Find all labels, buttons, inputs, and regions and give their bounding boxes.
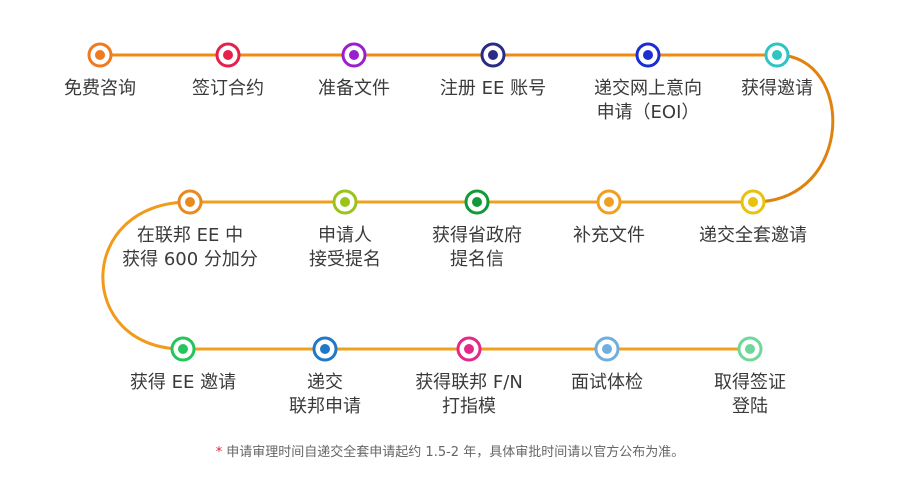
step-node-13 (312, 336, 338, 362)
step-node-dot (602, 344, 612, 354)
step-label-15: 面试体检 (532, 371, 682, 395)
step-node-dot (745, 344, 755, 354)
step-label-line: 申请人 (318, 225, 372, 246)
step-node-12 (170, 336, 196, 362)
step-label-4: 注册 EE 账号 (418, 77, 568, 101)
step-node-9 (464, 189, 490, 215)
step-label-line: 注册 EE 账号 (439, 78, 547, 99)
step-label-line: 递交 (307, 372, 343, 393)
step-label-5: 递交网上意向申请（EOI） (573, 77, 723, 125)
step-label-3: 准备文件 (279, 77, 429, 101)
footnote: *申请审理时间自递交全套申请起约 1.5-2 年，具体审批时间请以官方公布为准。 (0, 441, 900, 460)
step-label-16: 取得签证登陆 (675, 371, 825, 419)
step-node-16 (737, 336, 763, 362)
track-connector-right (752, 53, 835, 204)
footnote-star: * (215, 445, 223, 460)
step-label-10: 申请人接受提名 (270, 224, 420, 272)
footnote-text: 申请审理时间自递交全套申请起约 1.5-2 年，具体审批时间请以官方公布为准。 (226, 445, 685, 460)
step-label-line: 在联邦 EE 中 (136, 225, 244, 246)
step-label-7: 递交全套邀请 (678, 224, 828, 248)
step-label-line: 获得联邦 F/N (415, 372, 523, 393)
step-label-line: 获得省政府 (432, 225, 522, 246)
step-node-dot (185, 197, 195, 207)
step-label-12: 获得 EE 邀请 (108, 371, 258, 395)
step-node-dot (748, 197, 758, 207)
step-node-dot (488, 50, 498, 60)
track-connector-left (101, 200, 191, 351)
step-node-dot (223, 50, 233, 60)
step-node-7 (740, 189, 766, 215)
step-label-line: 递交全套邀请 (699, 225, 807, 246)
step-label-14: 获得联邦 F/N 打指模 (394, 371, 544, 419)
step-node-10 (332, 189, 358, 215)
step-label-line: 面试体检 (571, 372, 643, 393)
step-node-5 (635, 42, 661, 68)
step-node-14 (456, 336, 482, 362)
step-label-8: 补充文件 (534, 224, 684, 248)
step-label-line: 取得签证 (714, 372, 786, 393)
step-label-line: 免费咨询 (64, 78, 136, 99)
step-node-dot (178, 344, 188, 354)
step-node-dot (320, 344, 330, 354)
step-node-dot (95, 50, 105, 60)
step-label-line: 登陆 (732, 396, 768, 417)
step-label-line: 申请（EOI） (596, 102, 700, 123)
step-node-dot (643, 50, 653, 60)
step-label-line: 递交网上意向 (594, 78, 702, 99)
step-label-line: 获得邀请 (741, 78, 813, 99)
step-node-6 (764, 42, 790, 68)
step-label-6: 获得邀请 (702, 77, 852, 101)
step-node-8 (596, 189, 622, 215)
step-label-9: 获得省政府提名信 (402, 224, 552, 272)
step-node-2 (215, 42, 241, 68)
step-node-dot (349, 50, 359, 60)
step-label-line: 准备文件 (318, 78, 390, 99)
step-label-line: 获得 600 分加分 (122, 249, 258, 270)
step-label-11: 在联邦 EE 中获得 600 分加分 (115, 224, 265, 272)
step-node-dot (772, 50, 782, 60)
step-node-11 (177, 189, 203, 215)
step-label-1: 免费咨询 (25, 77, 175, 101)
step-label-line: 签订合约 (192, 78, 264, 99)
step-label-13: 递交联邦申请 (250, 371, 400, 419)
step-node-4 (480, 42, 506, 68)
step-node-dot (340, 197, 350, 207)
step-node-dot (472, 197, 482, 207)
step-node-3 (341, 42, 367, 68)
step-node-15 (594, 336, 620, 362)
step-label-line: 联邦申请 (289, 396, 361, 417)
step-label-line: 补充文件 (573, 225, 645, 246)
step-node-dot (604, 197, 614, 207)
step-node-1 (87, 42, 113, 68)
step-node-dot (464, 344, 474, 354)
step-label-line: 提名信 (450, 249, 504, 270)
step-label-line: 打指模 (442, 396, 496, 417)
step-label-line: 获得 EE 邀请 (129, 372, 237, 393)
step-label-line: 接受提名 (309, 249, 381, 270)
step-label-2: 签订合约 (153, 77, 303, 101)
